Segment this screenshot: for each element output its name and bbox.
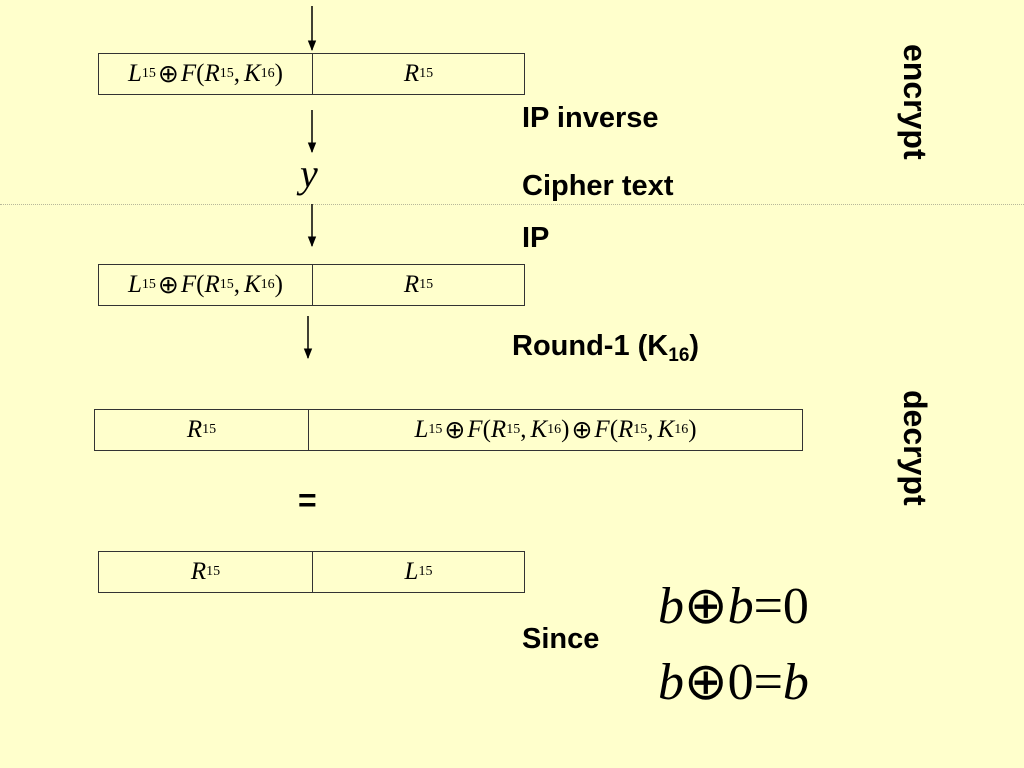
identity-xor-zero: b⊕0=b bbox=[658, 652, 809, 712]
label-ip-inverse: IP inverse bbox=[522, 102, 659, 134]
paren-open: ( bbox=[196, 271, 205, 298]
xor-symbol: ⊕ bbox=[157, 61, 179, 88]
identity-xor-self: b⊕b=0 bbox=[658, 576, 809, 636]
var-r: R bbox=[204, 60, 220, 87]
ciphertext-symbol-y: y bbox=[300, 151, 318, 196]
slide-divider bbox=[0, 204, 1024, 205]
var-l: L bbox=[127, 271, 142, 298]
var-r: R bbox=[403, 60, 420, 87]
paren-close: ) bbox=[274, 60, 283, 87]
func-f: F bbox=[467, 416, 483, 443]
var-r: R bbox=[204, 271, 220, 298]
comma: , bbox=[520, 416, 527, 443]
sub: 16 bbox=[260, 66, 275, 81]
label-since: Since bbox=[522, 623, 600, 655]
var-k: K bbox=[530, 416, 548, 443]
sub: 15 bbox=[418, 564, 433, 579]
sub: 15 bbox=[202, 422, 217, 437]
xor-symbol: ⊕ bbox=[157, 272, 179, 299]
comma: , bbox=[233, 60, 240, 87]
eq-xor: ⊕ bbox=[684, 578, 728, 635]
comma: , bbox=[647, 416, 654, 443]
eq-term: b bbox=[658, 654, 684, 711]
eq-term: 0 bbox=[727, 654, 754, 711]
var-l: L bbox=[127, 60, 142, 87]
paren-close: ) bbox=[688, 416, 697, 443]
var-r: R bbox=[186, 416, 203, 443]
eq-result: b bbox=[782, 654, 809, 711]
xor-symbol: ⊕ bbox=[444, 417, 466, 444]
eq-equals: = bbox=[753, 654, 783, 711]
paren-close: ) bbox=[274, 271, 283, 298]
eq-result: 0 bbox=[782, 578, 809, 635]
sub: 15 bbox=[219, 66, 234, 81]
eq-equals: = bbox=[753, 578, 783, 635]
round-sub: 16 bbox=[668, 345, 690, 366]
label-encrypt: encrypt bbox=[897, 44, 933, 160]
sub: 16 bbox=[260, 277, 275, 292]
label-round-1: Round-1 (K16) bbox=[512, 330, 699, 367]
var-r: R bbox=[190, 558, 207, 585]
eq-term: b bbox=[658, 578, 684, 635]
label-cipher-text: Cipher text bbox=[522, 170, 674, 202]
eq-xor: ⊕ bbox=[684, 654, 728, 711]
sub: 15 bbox=[219, 277, 234, 292]
var-k: K bbox=[657, 416, 675, 443]
sub: 15 bbox=[419, 277, 434, 292]
func-f: F bbox=[594, 416, 610, 443]
sub: 16 bbox=[547, 422, 562, 437]
sub: 15 bbox=[633, 422, 648, 437]
func-f: F bbox=[180, 60, 197, 87]
label-ip: IP bbox=[522, 222, 550, 254]
label-decrypt: decrypt bbox=[897, 390, 933, 506]
sub: 15 bbox=[428, 422, 443, 437]
xor-symbol: ⊕ bbox=[571, 417, 593, 444]
paren-close: ) bbox=[561, 416, 570, 443]
sub: 15 bbox=[206, 564, 221, 579]
equals-sign: = bbox=[298, 482, 317, 518]
var-l: L bbox=[414, 416, 429, 443]
func-f: F bbox=[180, 271, 197, 298]
paren-open: ( bbox=[482, 416, 491, 443]
round-suffix: ) bbox=[689, 330, 700, 362]
sub: 15 bbox=[141, 66, 156, 81]
paren-open: ( bbox=[196, 60, 205, 87]
eq-term: b bbox=[727, 578, 754, 635]
var-k: K bbox=[243, 60, 261, 87]
sub: 15 bbox=[141, 277, 156, 292]
var-l: L bbox=[404, 558, 419, 585]
var-k: K bbox=[243, 271, 261, 298]
paren-open: ( bbox=[609, 416, 619, 443]
round-prefix: Round-1 (K bbox=[512, 330, 669, 362]
sub: 15 bbox=[506, 422, 521, 437]
var-r: R bbox=[403, 271, 420, 298]
var-r: R bbox=[618, 416, 634, 443]
comma: , bbox=[233, 271, 240, 298]
var-r: R bbox=[490, 416, 507, 443]
sub: 16 bbox=[674, 422, 689, 437]
sub: 15 bbox=[419, 66, 434, 81]
